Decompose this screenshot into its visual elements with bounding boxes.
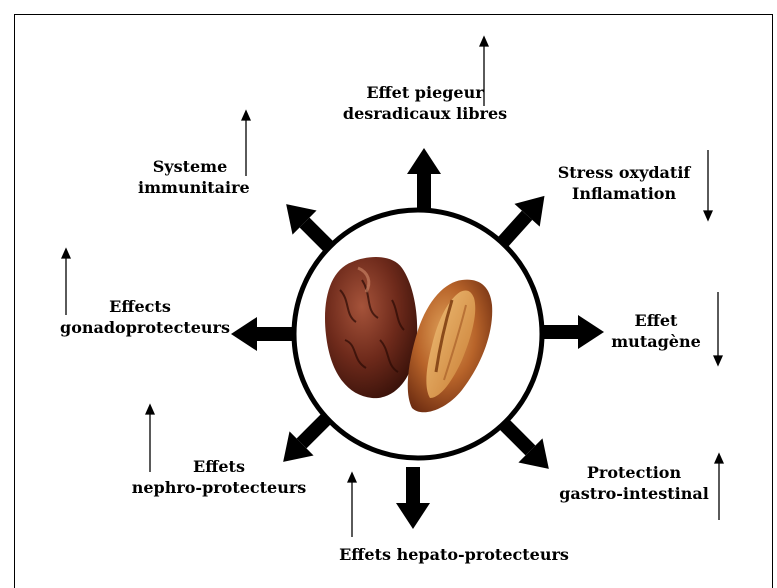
label-hepato: Effets hepato-protecteurs <box>328 544 580 565</box>
arrow-down <box>396 467 430 529</box>
trend-gastro <box>715 454 723 520</box>
trend-hepato <box>348 473 356 537</box>
label-gonado: Effects gonadoprotecteurs <box>60 296 220 338</box>
label-nephro: Effets nephro-protecteurs <box>128 456 310 498</box>
trend-immun <box>242 111 250 176</box>
label-stress: Stress oxydatif Inflamation <box>544 162 704 204</box>
trend-mutagene <box>714 292 722 365</box>
arrow-right <box>542 315 604 349</box>
label-radicaux: Effet piegeur desradicaux libres <box>336 82 514 124</box>
label-gastro: Protection gastro-intestinal <box>556 462 712 504</box>
label-immun: Systeme immunitaire <box>138 156 242 198</box>
arrow-up <box>407 148 441 210</box>
arrow-left <box>231 317 293 351</box>
trend-stress <box>704 150 712 220</box>
label-mutagene: Effet mutagène <box>606 310 706 352</box>
